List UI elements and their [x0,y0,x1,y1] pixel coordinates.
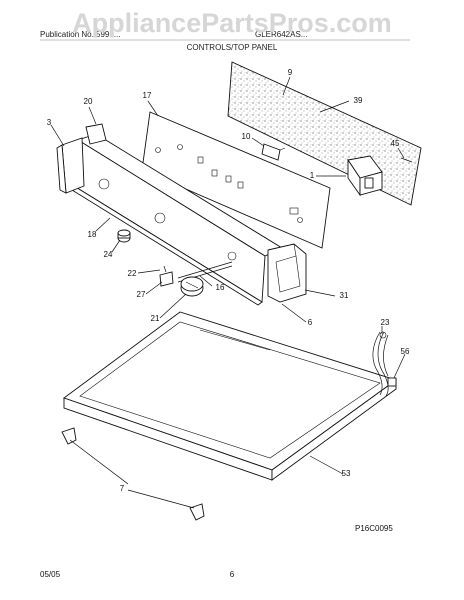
callout-23: 23 [381,318,390,327]
callout-22: 22 [128,269,137,278]
leader-lines [50,76,406,509]
part-left-end-cap [56,137,85,194]
header-left: Publication No. 5995... [40,30,121,39]
callout-6: 6 [308,318,313,327]
footer-date: 05/05 [40,570,61,579]
part-knob-24 [117,229,131,243]
callout-20: 20 [84,97,93,106]
callout-24: 24 [104,250,113,259]
part-clip-front-left [61,427,77,445]
callout-1: 1 [310,171,315,180]
callout-10: 10 [242,132,251,141]
section-title: CONTROLS/TOP PANEL [187,43,278,52]
figure-code: P16C0095 [355,524,393,533]
callout-53: 53 [342,469,351,478]
callout-labels: 9 39 20 17 3 10 45 1 18 24 22 16 31 27 2… [47,68,410,493]
part-clip [159,265,174,287]
callout-3: 3 [47,118,52,127]
header-right: GLER642AS... [255,30,307,39]
callout-18: 18 [88,230,97,239]
part-console [71,133,283,306]
callout-16: 16 [216,283,225,292]
part-left-end-insert [85,123,107,145]
part-right-end-cap [267,243,307,303]
watermark: AppliancePartsPros.com [72,8,392,38]
callout-45: 45 [391,139,400,148]
part-56 [387,377,397,387]
callout-7: 7 [120,484,125,493]
callout-31: 31 [340,291,349,300]
part-switch [261,143,286,161]
callout-27: 27 [137,290,146,299]
part-timer [347,155,383,197]
callout-17: 17 [143,91,152,100]
part-mounting-plate [141,111,331,249]
part-knob-21 [180,276,204,297]
part-wire-harness [372,331,389,397]
part-top-panel [63,311,397,481]
part-clip-front-right [189,503,205,521]
callout-56: 56 [401,347,410,356]
footer-page: 6 [230,570,235,579]
callout-9: 9 [288,68,293,77]
callout-39: 39 [354,96,363,105]
callout-21: 21 [151,314,160,323]
